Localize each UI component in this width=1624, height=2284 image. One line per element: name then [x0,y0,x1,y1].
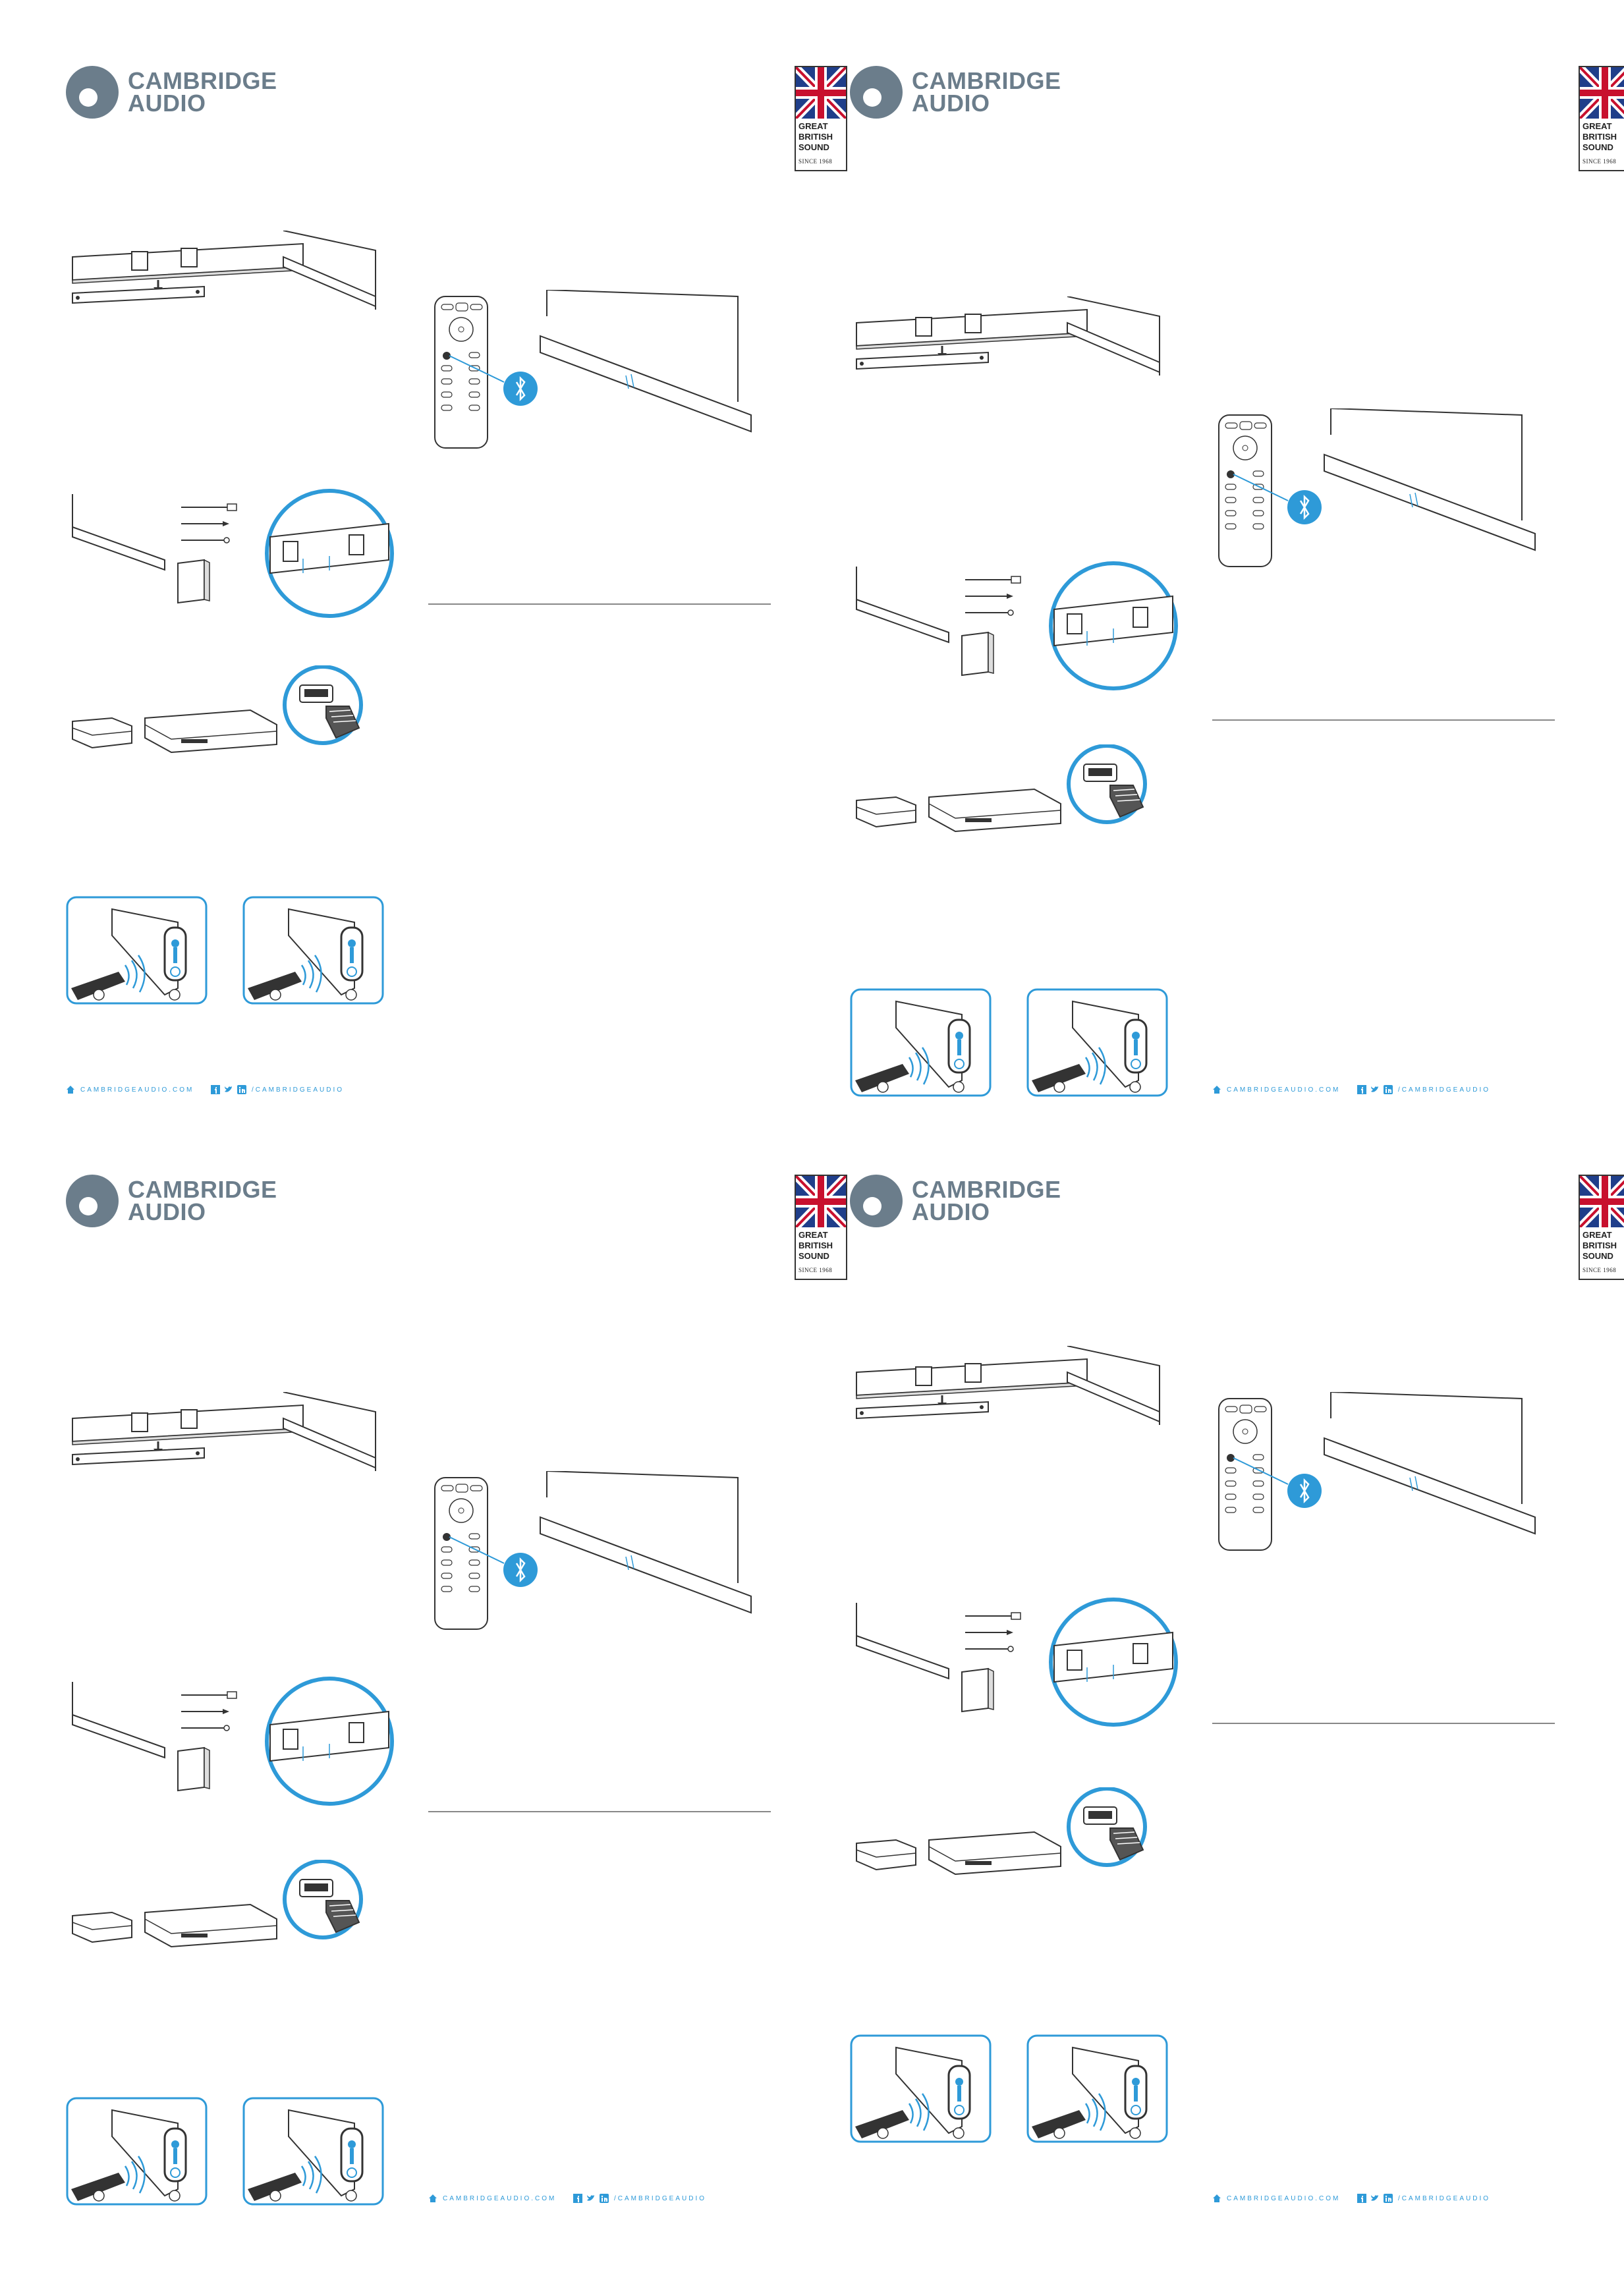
home-icon [1213,1086,1221,1094]
soundbar-wall-mount-illustration [66,231,395,323]
brand-logo-mark [850,66,903,119]
website-link[interactable]: CAMBRIDGEAUDIO.COM [1227,2195,1341,2202]
great-british-sound-badge: GREAT BRITISH SOUND SINCE 1968 [1579,66,1624,171]
ir-learning-panel-2 [1026,988,1168,1097]
manual-page-4: CAMBRIDGE AUDIO GREAT BRITISH SOUND SINC… [850,1175,1624,2284]
social-handle[interactable]: /CAMBRIDGEAUDIO [252,1086,345,1094]
page-footer: CAMBRIDGEAUDIO.COM /CAMBRIDGEAUDIO [1212,1084,1624,1098]
ir-learning-panel-1 [66,2097,208,2206]
bluetooth-pairing-illustration [428,1471,758,1636]
great-british-sound-badge: GREAT BRITISH SOUND SINCE 1968 [1579,1175,1624,1280]
ir-learning-panel-1 [850,988,992,1097]
brand-logo: CAMBRIDGE AUDIO [850,66,1113,145]
ir-learning-panel-2 [1026,2034,1168,2143]
brand-logo: CAMBRIDGE AUDIO [66,66,329,145]
great-british-sound-badge: GREAT BRITISH SOUND SINCE 1968 [795,66,847,171]
linkedin-icon[interactable] [600,2194,609,2203]
union-flag-icon [796,67,846,119]
facebook-icon[interactable] [1357,2194,1366,2203]
brand-wordmark: CAMBRIDGE AUDIO [128,67,277,117]
manual-page-2: CAMBRIDGE AUDIO GREAT BRITISH SOUND SINC… [850,66,1624,1175]
page-footer: CAMBRIDGEAUDIO.COM /CAMBRIDGEAUDIO [1212,2193,1624,2206]
website-link[interactable]: CAMBRIDGEAUDIO.COM [80,1086,194,1094]
website-link[interactable]: CAMBRIDGEAUDIO.COM [443,2195,557,2202]
ir-learning-panel-1 [66,896,208,1005]
brand-logo: CAMBRIDGE AUDIO [850,1175,1113,1254]
linkedin-icon[interactable] [237,1085,246,1094]
page-footer: CAMBRIDGEAUDIO.COM /CAMBRIDGEAUDIO [66,1084,527,1098]
ir-learning-panel-2 [242,896,384,1005]
union-flag-icon [1580,1176,1624,1227]
section-divider [1212,1723,1555,1724]
website-link[interactable]: CAMBRIDGEAUDIO.COM [1227,1086,1341,1094]
facebook-icon[interactable] [1357,1085,1366,1094]
soundbar-wall-mount-illustration [850,296,1179,389]
manual-page-1: CAMBRIDGE AUDIO GREAT BRITISH SOUND SINC… [66,66,847,1175]
soundbar-connections-illustration [850,560,1179,692]
hdmi-connection-illustration [66,665,395,777]
facebook-icon[interactable] [211,1085,220,1094]
union-flag-icon [796,1176,846,1227]
brand-wordmark: CAMBRIDGE AUDIO [912,67,1061,117]
soundbar-connections-illustration [66,487,395,619]
page-footer: CAMBRIDGEAUDIO.COM /CAMBRIDGEAUDIO [428,2193,889,2206]
soundbar-wall-mount-illustration [850,1346,1179,1438]
twitter-icon[interactable] [224,1085,233,1094]
facebook-icon[interactable] [573,2194,582,2203]
twitter-icon[interactable] [1370,2194,1380,2203]
bluetooth-pairing-illustration [1212,408,1542,573]
twitter-icon[interactable] [586,2194,596,2203]
brand-wordmark: CAMBRIDGE AUDIO [912,1176,1061,1225]
brand-logo: CAMBRIDGE AUDIO [66,1175,329,1254]
brand-wordmark: CAMBRIDGE AUDIO [128,1176,277,1225]
ir-learning-panel-2 [242,2097,384,2206]
union-flag-icon [1580,67,1624,119]
hdmi-connection-illustration [850,744,1179,856]
brand-logo-mark [66,1175,119,1227]
section-divider [1212,719,1555,721]
social-handle[interactable]: /CAMBRIDGEAUDIO [1398,1086,1491,1094]
hdmi-connection-illustration [850,1787,1179,1899]
soundbar-wall-mount-illustration [66,1392,395,1484]
soundbar-connections-illustration [66,1675,395,1807]
linkedin-icon[interactable] [1384,1085,1393,1094]
ir-learning-panel-1 [850,2034,992,2143]
section-divider [428,603,771,605]
home-icon [1213,2194,1221,2202]
twitter-icon[interactable] [1370,1085,1380,1094]
great-british-sound-badge: GREAT BRITISH SOUND SINCE 1968 [795,1175,847,1280]
soundbar-connections-illustration [850,1596,1179,1728]
social-handle[interactable]: /CAMBRIDGEAUDIO [1398,2195,1491,2202]
social-handle[interactable]: /CAMBRIDGEAUDIO [614,2195,707,2202]
section-divider [428,1811,771,1812]
brand-logo-mark [66,66,119,119]
hdmi-connection-illustration [66,1860,395,1972]
linkedin-icon[interactable] [1384,2194,1393,2203]
brand-logo-mark [850,1175,903,1227]
home-icon [67,1086,74,1094]
bluetooth-pairing-illustration [428,290,758,455]
manual-page-3: CAMBRIDGE AUDIO GREAT BRITISH SOUND SINC… [66,1175,847,2284]
bluetooth-pairing-illustration [1212,1392,1542,1557]
home-icon [429,2194,437,2202]
